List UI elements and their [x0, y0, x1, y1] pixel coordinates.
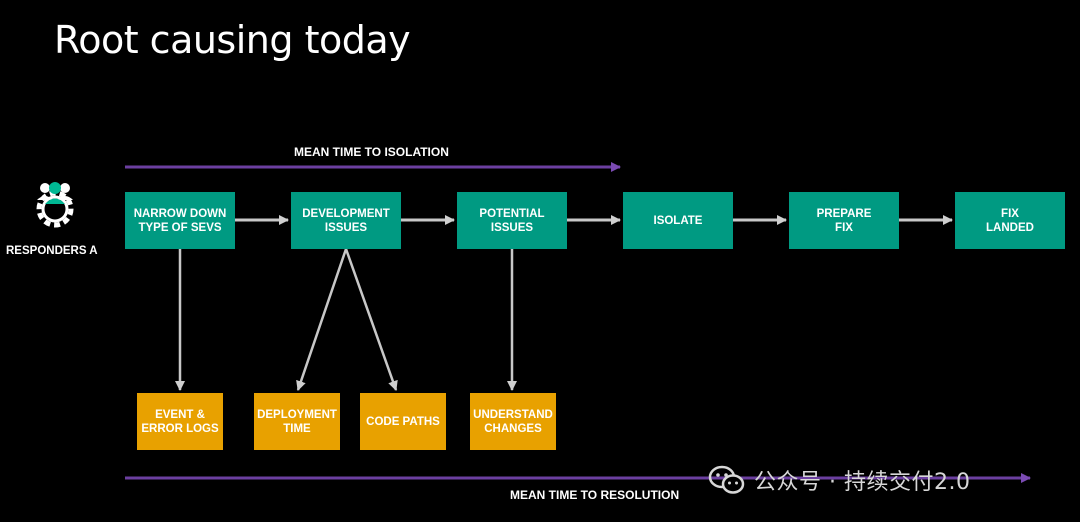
source-deployment-time: DEPLOYMENT TIME [254, 393, 340, 450]
source-event-error-logs: EVENT & ERROR LOGS [137, 393, 223, 450]
source-understand-changes: UNDERSTAND CHANGES [470, 393, 556, 450]
source-connector [296, 248, 348, 391]
source-code-paths: CODE PATHS [360, 393, 446, 450]
source-connector [344, 248, 398, 391]
step-narrow-down: NARROW DOWN TYPE OF SEVS [125, 192, 235, 249]
step-potential-issues: POTENTIAL ISSUES [457, 192, 567, 249]
page-title: Root causing today [54, 18, 411, 62]
step-prepare-fix: PREPARE FIX [789, 192, 899, 249]
watermark: 公众号 · 持续交付2.0 [708, 462, 970, 498]
responders-label: RESPONDERS A [6, 245, 98, 257]
wechat-icon [708, 465, 745, 494]
step-development-issues: DEVELOPMENT ISSUES [291, 192, 401, 249]
team-gear-icon [36, 182, 74, 228]
resolution-label: MEAN TIME TO RESOLUTION [510, 488, 680, 502]
isolation-label: MEAN TIME TO ISOLATION [294, 145, 449, 159]
watermark-text: 公众号 · 持续交付2.0 [754, 470, 971, 495]
step-isolate: ISOLATE [623, 192, 733, 249]
step-fix-landed: FIX LANDED [955, 192, 1065, 249]
